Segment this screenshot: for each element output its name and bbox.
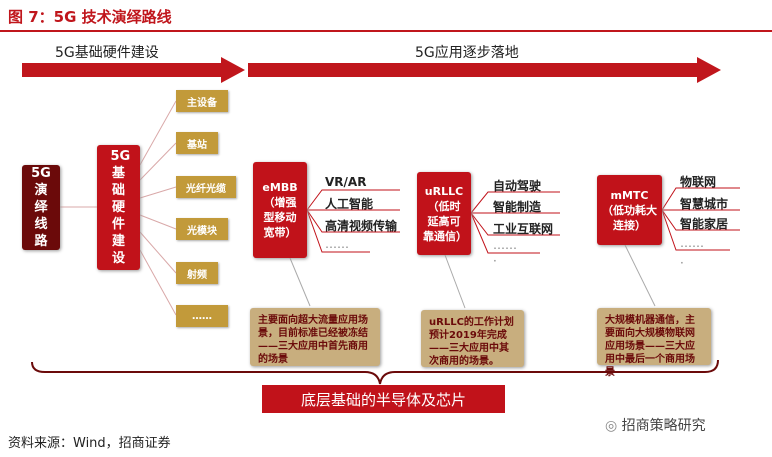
hardware-item: 射频 <box>176 262 218 284</box>
hardware-item: …… <box>176 305 228 327</box>
urllc-note: uRLLC的工作计划预计2019年完成——三大应用中其次商用的场景。 <box>421 310 524 367</box>
mmtc-item: …… <box>680 236 704 250</box>
hardware-item: 光模块 <box>176 218 228 240</box>
wechat-icon: ◎ <box>605 418 622 434</box>
phase-application-label: 5G应用逐步落地 <box>415 45 519 61</box>
embb-item: …… <box>325 237 349 251</box>
mmtc-item: 物联网 <box>680 175 717 189</box>
hardware-item: 光纤光缆 <box>176 176 236 198</box>
phase-arrow-hardware <box>22 63 222 77</box>
urllc-box: uRLLC（低时延高可靠通信） <box>417 172 471 255</box>
mmtc-item: · <box>680 256 684 270</box>
embb-item: 高清视频传输 <box>325 219 398 233</box>
urllc-item: …… <box>493 238 517 252</box>
mmtc-note: 大规模机器通信，主要面向大规模物联网应用场景——三大应用中最后一个商用场景 <box>597 308 711 378</box>
hardware-item: 基站 <box>176 132 218 154</box>
source-note: 资料来源：Wind，招商证券 <box>8 436 171 451</box>
watermark: ◎ 招商策略研究 <box>605 418 706 434</box>
mmtc-box: mMTC（低功耗大连接） <box>597 175 662 245</box>
embb-item: 人工智能 <box>325 197 374 211</box>
embb-item: VR/AR <box>325 175 367 189</box>
hardware-item: 主设备 <box>176 90 228 112</box>
title-rule <box>0 30 772 32</box>
urllc-item: 工业互联网 <box>493 222 554 236</box>
root-box: 5G演绎线路 <box>22 165 60 250</box>
figure-title: 图 7：5G 技术演绎路线 <box>8 8 172 26</box>
phase-hardware-label: 5G基础硬件建设 <box>55 45 159 61</box>
embb-note: 主要面向超大流量应用场景，目前标准已经被冻结——三大应用中首先商用的场景 <box>250 308 380 366</box>
phase-arrow-application <box>248 63 698 77</box>
arrow-head-icon <box>697 57 721 83</box>
semiconductor-box: 底层基础的半导体及芯片 <box>262 385 505 413</box>
urllc-item: 智能制造 <box>493 200 542 214</box>
arrow-head-icon <box>221 57 245 83</box>
urllc-item: · <box>493 254 497 268</box>
mmtc-item: 智慧城市 <box>680 197 729 211</box>
mmtc-item: 智能家居 <box>680 217 729 231</box>
hardware-box: 5G基础硬件建设 <box>97 145 140 270</box>
urllc-item: 自动驾驶 <box>493 179 542 193</box>
embb-box: eMBB（增强型移动宽带） <box>253 162 307 258</box>
